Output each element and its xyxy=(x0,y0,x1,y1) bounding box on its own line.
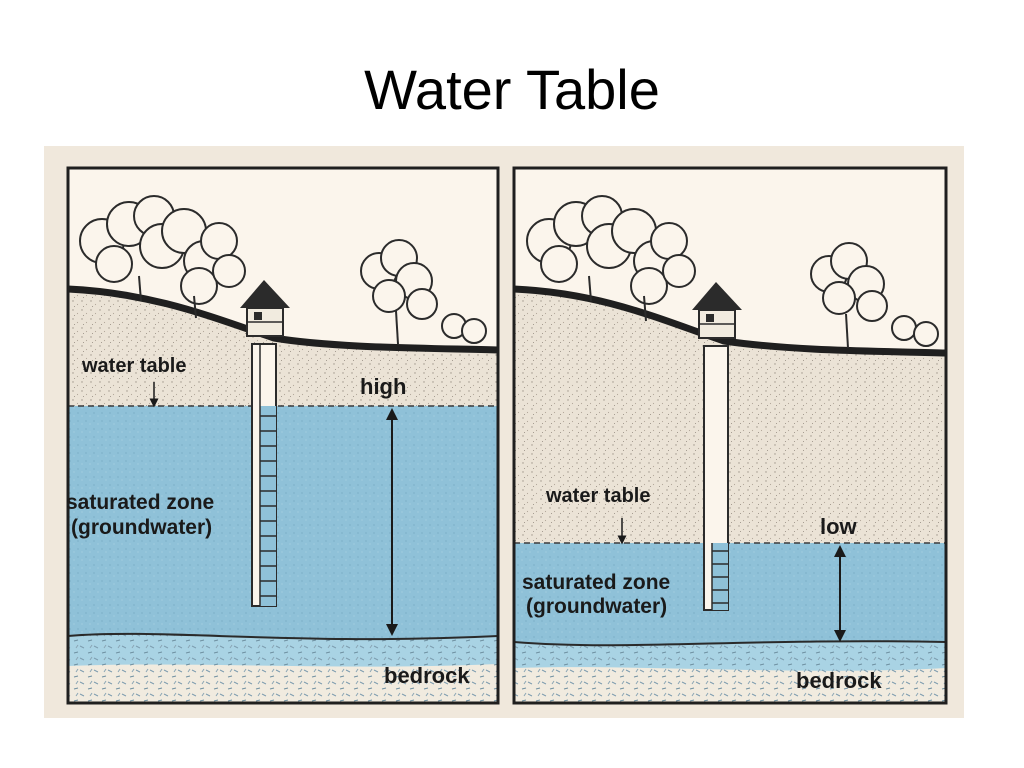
well-shaft-icon xyxy=(704,346,728,610)
panel-low: water table low saturated zone (groundwa… xyxy=(514,168,946,703)
bedrock-label: bedrock xyxy=(796,668,882,693)
water-table-label: water table xyxy=(81,355,186,377)
water-table-label: water table xyxy=(545,485,650,507)
water-table-diagram: water table high saturated zone (groundw… xyxy=(44,146,964,718)
well-shaft-icon xyxy=(252,344,276,606)
groundwater-label: (groundwater) xyxy=(71,516,212,539)
panel-high: water table high saturated zone (groundw… xyxy=(66,168,498,703)
water-table-figure: water table high saturated zone (groundw… xyxy=(44,146,964,718)
bedrock-label: bedrock xyxy=(384,663,470,688)
level-label: low xyxy=(820,514,858,539)
groundwater-label: (groundwater) xyxy=(526,595,667,618)
level-label: high xyxy=(360,374,406,399)
saturated-zone-label: saturated zone xyxy=(522,571,670,594)
saturated-zone-label: saturated zone xyxy=(66,491,214,514)
page-title: Water Table xyxy=(0,62,1024,118)
